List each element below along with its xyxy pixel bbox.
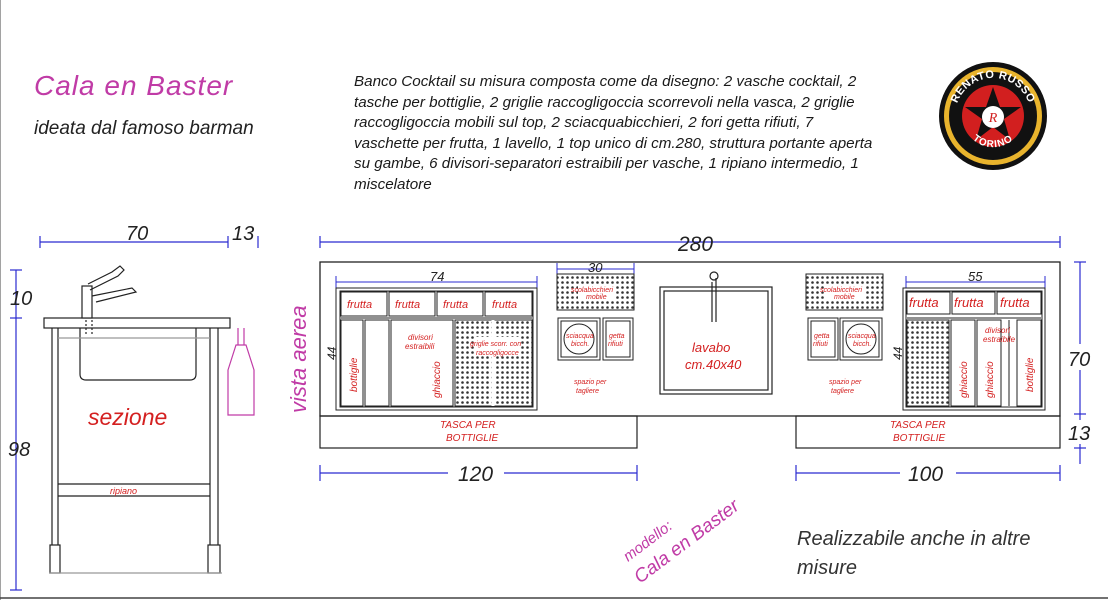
left-module-width: 74: [430, 269, 444, 284]
center-left-waste-2: rifiuti: [608, 341, 623, 348]
left-grid-1: griglie scorr. con: [470, 341, 521, 348]
sink-label-2: cm.40x40: [685, 357, 742, 372]
sink: [659, 271, 773, 395]
right-dividers-2: estraibile: [983, 335, 1016, 344]
dim-left-width: 120: [458, 463, 493, 486]
center-left-waste-1: getta: [609, 333, 625, 340]
center-right-drip-1: scolabicchieri: [820, 287, 862, 294]
center-right-waste-2: rifiuti: [813, 341, 828, 348]
pocket-right-line2: BOTTIGLIE: [893, 433, 946, 444]
center-left-module: [556, 263, 635, 361]
center-left-space-1: spazio per: [574, 379, 607, 386]
left-fruit-4: frutta: [492, 299, 517, 311]
aerial-view-label: vista aerea: [286, 305, 311, 413]
dim-aerial-depth: 70: [1068, 349, 1090, 371]
left-fruit-1: frutta: [347, 299, 372, 311]
dim-total: [319, 236, 1061, 248]
right-bottles: bottiglie: [1025, 357, 1036, 392]
right-module-width: 55: [968, 269, 983, 284]
left-dividers-2: estraibili: [405, 342, 435, 351]
pocket-left-line2: BOTTIGLIE: [446, 433, 499, 444]
center-right-rinse-2: bicch.: [853, 341, 871, 348]
title: Cala en Baster: [34, 70, 234, 101]
pocket-left-line1: TASCA PER: [440, 420, 496, 431]
section-label: sezione: [88, 404, 167, 430]
right-fruit-2: frutta: [954, 295, 984, 310]
left-module-depth: 44: [325, 346, 339, 360]
center-right-space-2: tagliere: [831, 388, 854, 395]
left-fruit-2: frutta: [395, 299, 420, 311]
center-left-drip-2: mobile: [586, 294, 607, 301]
center-right-space-1: spazio per: [829, 379, 862, 386]
center-left-width: 30: [588, 260, 603, 275]
dim-section-offset: 13: [232, 223, 254, 245]
right-ice-2: ghiaccio: [985, 361, 996, 398]
right-dividers-1: divisori: [985, 326, 1010, 335]
section-shelf-label: ripiano: [110, 486, 137, 496]
section-view: [10, 236, 259, 591]
dim-section-height: 98: [8, 439, 30, 461]
dim-total-width: 280: [677, 233, 713, 256]
dim-section-top: 10: [10, 288, 32, 310]
left-bottles: bottiglie: [349, 357, 360, 392]
right-fruit-3: frutta: [1000, 295, 1030, 310]
center-left-rinse-2: bicch.: [571, 341, 589, 348]
svg-text:TORINO: TORINO: [971, 133, 1016, 150]
subtitle: ideata dal famoso barman: [34, 118, 254, 139]
right-module-depth: 44: [891, 346, 905, 360]
left-cocktail-module: [335, 276, 538, 411]
center-left-drip-1: scolabicchieri: [571, 287, 613, 294]
left-fruit-3: frutta: [443, 299, 468, 311]
renato-russo-logo: R RENATO RUSSO TORINO: [939, 62, 1047, 170]
dim-right-width: 100: [908, 463, 943, 486]
bottle-pocket-right: [795, 415, 1061, 449]
counter-top: [319, 261, 1061, 417]
logo-letter: R: [988, 111, 998, 126]
right-fruit-1: frutta: [909, 295, 939, 310]
center-right-rinse-1: sciacqua: [848, 333, 876, 340]
center-left-space-2: tagliere: [576, 388, 599, 395]
left-dividers-1: divisori: [408, 333, 433, 342]
logo-bottom-text: TORINO: [971, 133, 1015, 150]
sink-label-1: lavabo: [692, 340, 730, 355]
center-left-rinse-1: sciacqua: [566, 333, 594, 340]
right-ice-1: ghiaccio: [959, 361, 970, 398]
description: Banco Cocktail su misura composta come d…: [354, 73, 873, 193]
bottle-pocket-left: [319, 415, 638, 449]
center-right-drip-2: mobile: [834, 294, 855, 301]
dim-section-depth: 70: [126, 223, 148, 245]
pocket-right-line1: TASCA PER: [890, 420, 946, 431]
left-ice: ghiaccio: [432, 361, 443, 398]
dim-aerial-bottom: 13: [1068, 423, 1090, 445]
right-cocktail-module: [902, 276, 1046, 411]
left-grid-2: raccogligocce: [476, 350, 519, 357]
center-right-waste-1: getta: [814, 333, 830, 340]
custom-size-note: Realizzabile anche in altre misure: [797, 528, 1031, 579]
